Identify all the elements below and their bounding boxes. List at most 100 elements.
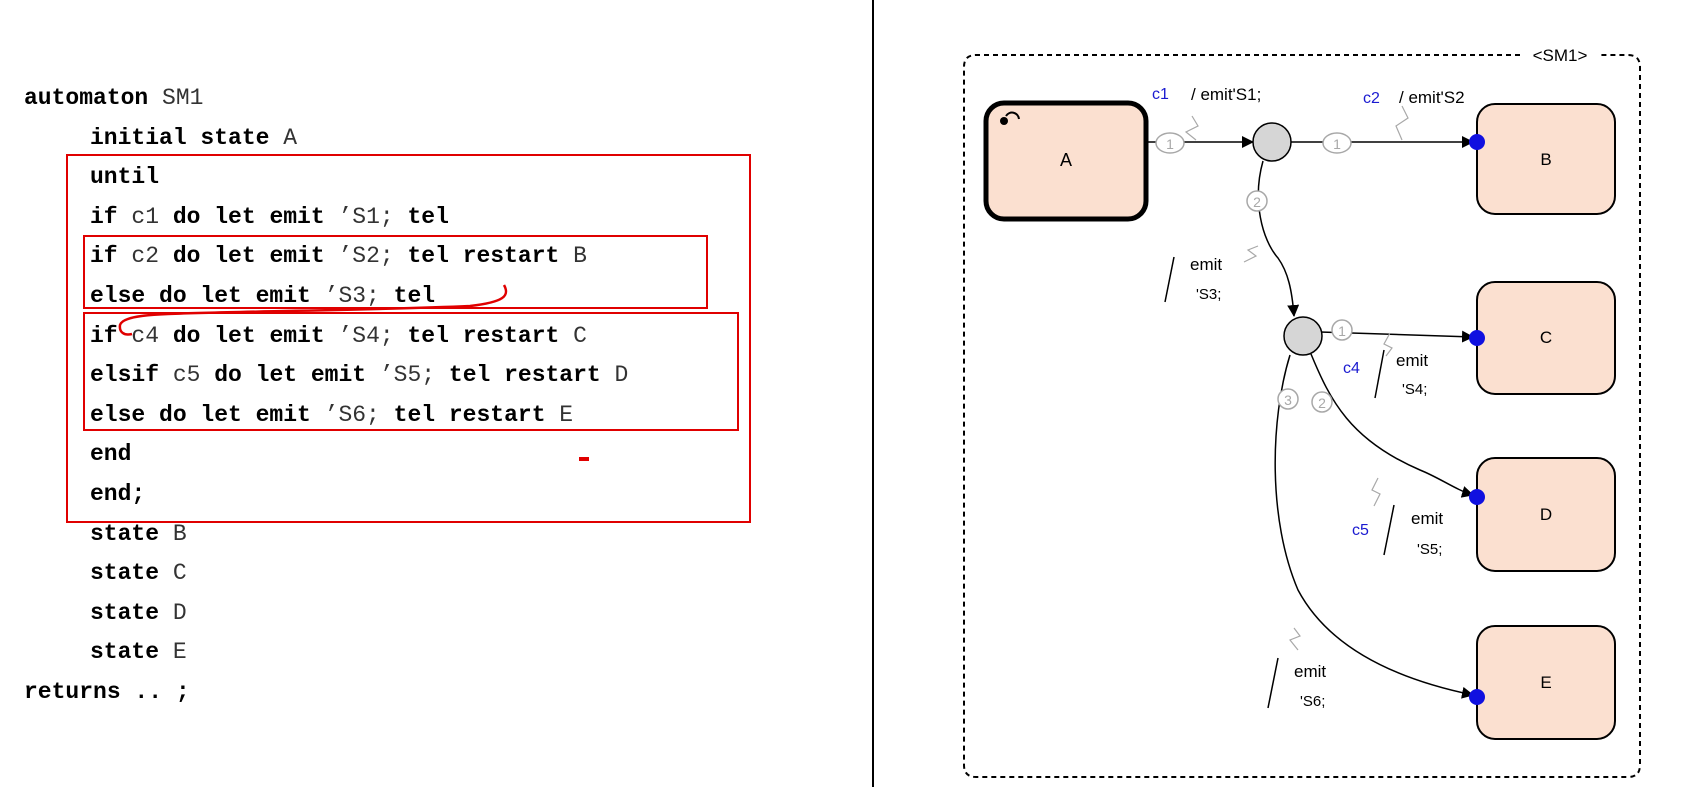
machine-label: <SM1> (1533, 46, 1588, 65)
state-b[interactable]: B (1476, 103, 1616, 215)
code-line: state D (90, 594, 187, 633)
priority-j1-b: 1 (1322, 132, 1352, 154)
condition-c5: c5 (1352, 522, 1369, 539)
priority-j2-c: 1 (1331, 319, 1353, 341)
code-keyword: do let emit (172, 322, 325, 349)
code-line: end (90, 435, 131, 474)
code-identifier: SM1 (148, 85, 204, 111)
code-identifier: c2 (117, 243, 173, 270)
action-s3-signal: 'S3; (1196, 286, 1221, 303)
code-keyword: automaton (24, 85, 149, 111)
state-d-box (1476, 457, 1616, 572)
code-line: state B (90, 515, 187, 554)
code-identifier: ’S2; (324, 243, 408, 270)
entry-dot-e-icon (1469, 689, 1485, 705)
code-identifier: E (545, 401, 574, 428)
action-s4-signal: 'S4; (1402, 381, 1427, 398)
code-keyword: end (90, 441, 132, 468)
code-line: if c4 do let emit ’S4; tel restart C (90, 317, 587, 356)
code-identifier: c4 (117, 322, 173, 349)
state-d-label: D (1540, 505, 1552, 524)
state-a-label: A (1060, 150, 1072, 170)
code-identifier: ’S5; (366, 362, 449, 389)
code-identifier: D (159, 599, 187, 626)
code-line: state C (90, 554, 187, 593)
label-connector-a1 (1184, 115, 1199, 141)
priority-a-out: 1 (1155, 132, 1185, 154)
state-b-label: B (1540, 150, 1551, 169)
entry-dot-b-icon (1469, 134, 1485, 150)
state-c-label: C (1540, 328, 1552, 347)
code-line: initial state A (90, 119, 297, 158)
entry-dot-d-icon (1469, 489, 1485, 505)
priority-j2-d: 2 (1311, 391, 1333, 413)
transition-junction1-to-junction2[interactable] (1257, 160, 1300, 317)
action-slash-s4 (1374, 349, 1385, 399)
transition-junction2-to-d[interactable] (1310, 353, 1474, 498)
priority-a-out-label: 1 (1166, 136, 1174, 152)
state-e[interactable]: E (1476, 625, 1616, 740)
condition-c1: c1 (1152, 86, 1169, 103)
code-line: if c2 do let emit ’S2; tel restart B (90, 237, 587, 276)
code-identifier: ’S6; (310, 401, 394, 428)
pane-divider (872, 0, 874, 787)
code-keyword: else do let emit (90, 401, 311, 428)
code-keyword: state (90, 520, 160, 547)
code-keyword: tel restart (448, 362, 601, 389)
state-b-box (1476, 103, 1616, 215)
transition-junction2-to-e[interactable] (1274, 354, 1474, 699)
code-line: elsif c5 do let emit ’S5; tel restart D (90, 356, 628, 395)
code-keyword: tel restart (407, 322, 560, 349)
code-keyword: else do let emit (90, 283, 311, 309)
state-d[interactable]: D (1476, 457, 1616, 572)
code-keyword: do let emit (214, 362, 367, 389)
label-connector-a3 (1243, 245, 1259, 263)
code-keyword: if (90, 203, 118, 230)
priority-j2-c-label: 1 (1338, 323, 1346, 339)
entry-dot-c-icon (1469, 330, 1485, 346)
priority-j2-d-label: 2 (1318, 395, 1326, 411)
action-s5-emit: emit (1411, 509, 1443, 528)
priority-j1-j2-label: 2 (1253, 194, 1261, 210)
code-keyword: tel (393, 283, 436, 309)
action-s6-emit: emit (1294, 662, 1326, 681)
code-line: if c1 do let emit ’S1; tel (90, 198, 449, 237)
label-connector-a2 (1395, 105, 1409, 141)
action-slash-s6 (1267, 657, 1279, 709)
code-line: returns .. ; (24, 673, 190, 712)
label-connector-a4 (1383, 332, 1393, 357)
code-keyword: tel restart (407, 243, 560, 270)
code-identifier: c5 (159, 362, 215, 389)
code-identifier: B (159, 520, 187, 547)
label-connector-a6 (1289, 627, 1301, 651)
initial-state-arrow-icon (1005, 111, 1020, 120)
code-line: end; (90, 475, 145, 514)
label-connector-a5 (1371, 477, 1381, 507)
action-s6-signal: 'S6; (1300, 693, 1325, 710)
code-identifier: B (559, 243, 587, 270)
condition-c4: c4 (1343, 360, 1360, 377)
code-keyword: state (90, 639, 160, 666)
code-keyword: state (90, 560, 160, 587)
code-keyword: returns .. ; (24, 679, 190, 705)
condition-c2: c2 (1363, 90, 1380, 107)
state-e-box (1476, 625, 1616, 740)
code-keyword: if (90, 243, 118, 270)
code-keyword: end; (90, 481, 146, 507)
code-keyword: initial state (90, 124, 270, 151)
code-keyword: do let emit (172, 203, 325, 230)
code-keyword: do let emit (172, 243, 325, 270)
priority-j2-e: 3 (1277, 388, 1299, 410)
junction-2[interactable] (1283, 316, 1323, 356)
state-a[interactable]: A (983, 100, 1149, 222)
action-s5-signal: 'S5; (1417, 541, 1442, 558)
code-keyword: tel (407, 203, 449, 230)
code-line: state E (90, 633, 187, 672)
junction-1[interactable] (1252, 122, 1292, 162)
state-machine-diagram: <SM1> A B C D E 1 1 (963, 46, 1641, 778)
state-e-label: E (1540, 673, 1551, 692)
code-keyword: elsif (90, 362, 160, 389)
state-c[interactable]: C (1476, 281, 1616, 395)
action-slash-s5 (1383, 504, 1395, 556)
